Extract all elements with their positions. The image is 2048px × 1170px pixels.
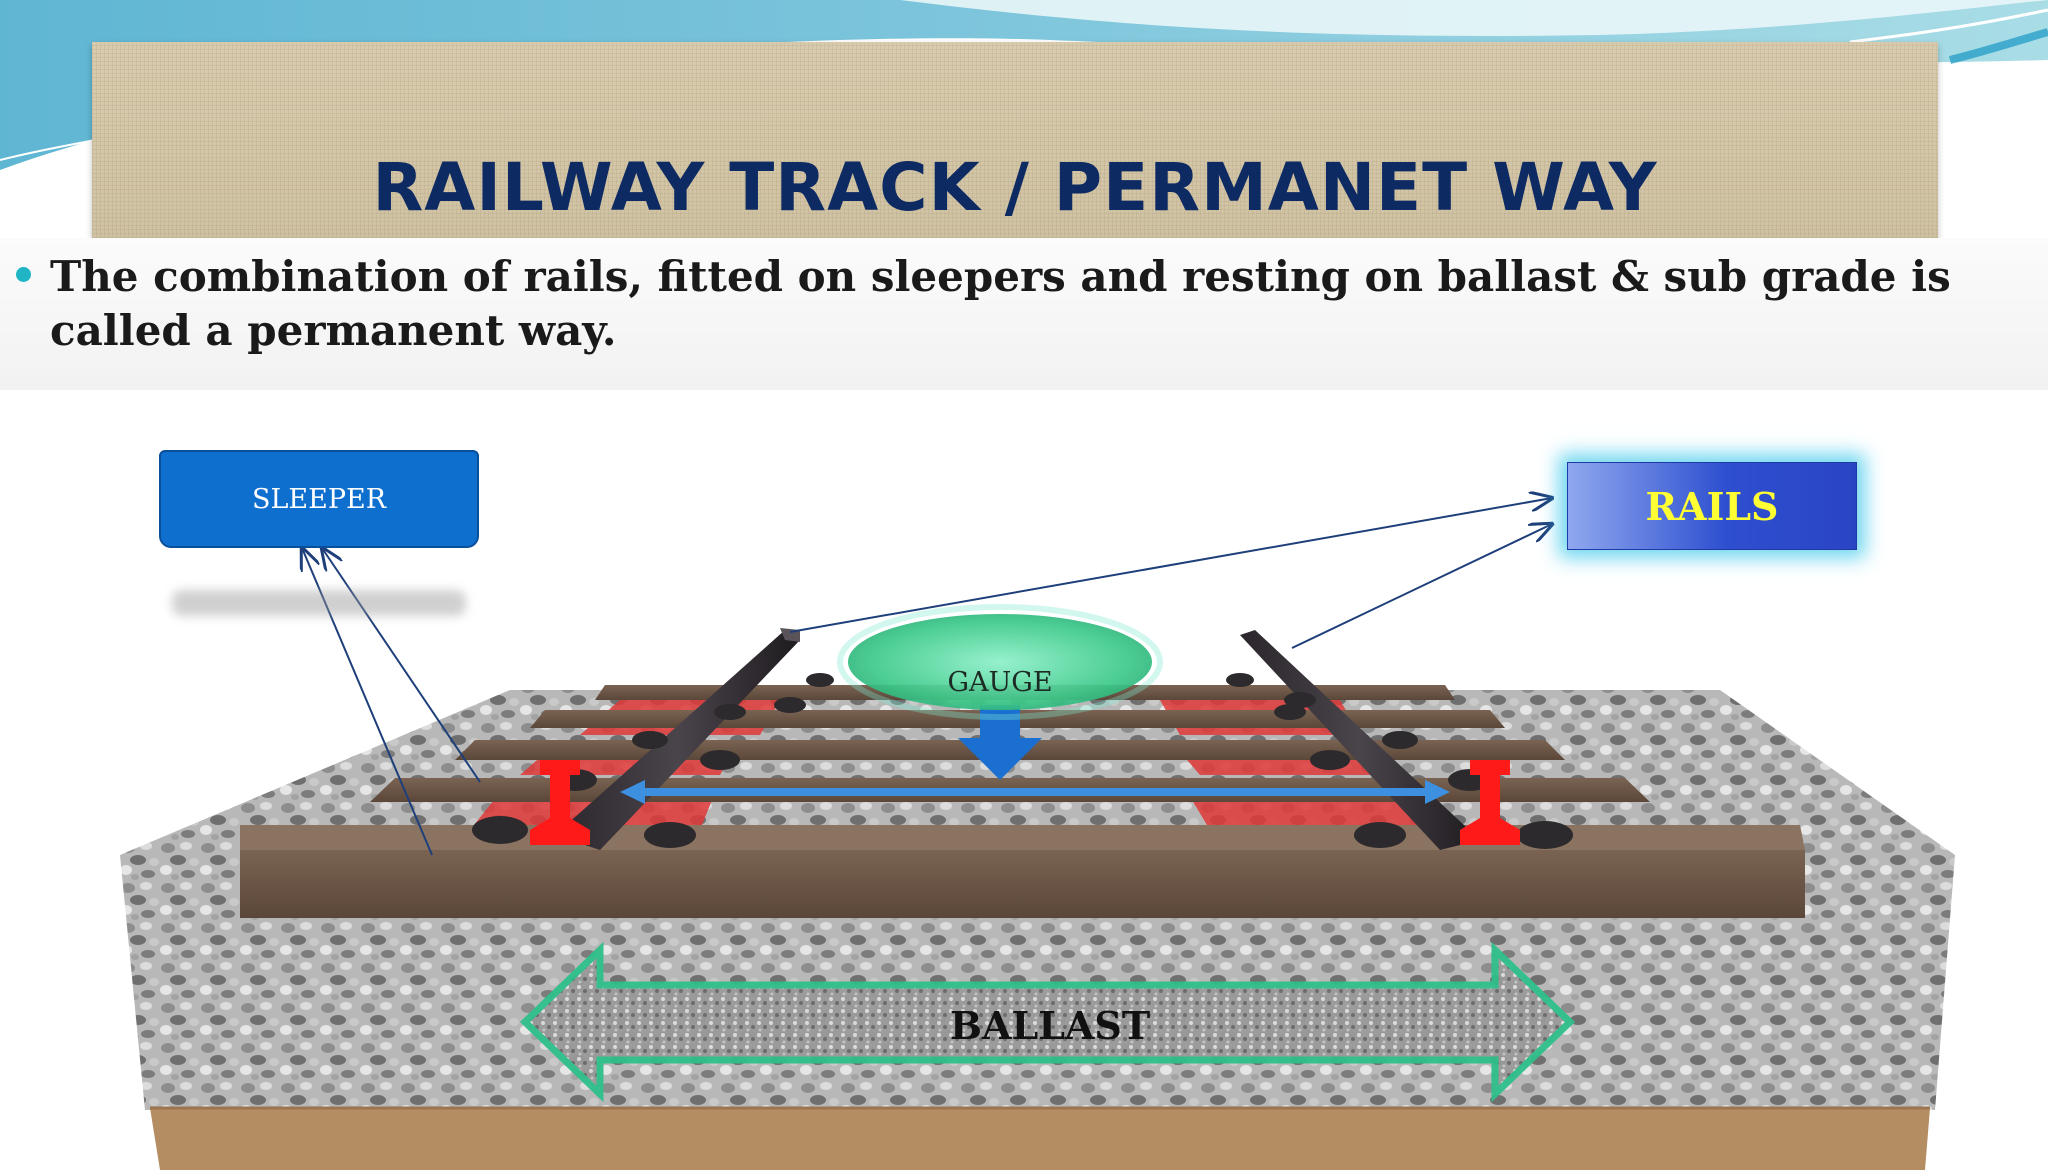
- sleeper-callout-shadow: [172, 590, 466, 616]
- title-banner: RAILWAY TRACK / PERMANET WAY: [92, 42, 1938, 238]
- railway-track-diagram: [0, 390, 2048, 1170]
- bullet-panel: [0, 238, 2048, 390]
- gauge-label: GAUGE: [947, 666, 1053, 698]
- bullet-marker-icon: [16, 267, 31, 282]
- ballast-label: BALLAST: [949, 1002, 1151, 1048]
- slide-title: RAILWAY TRACK / PERMANET WAY: [372, 149, 1658, 226]
- sleeper-callout: SLEEPER: [159, 450, 479, 548]
- bullet-text: The combination of rails, fitted on slee…: [50, 252, 1951, 355]
- rails-callout: RAILS: [1567, 462, 1857, 550]
